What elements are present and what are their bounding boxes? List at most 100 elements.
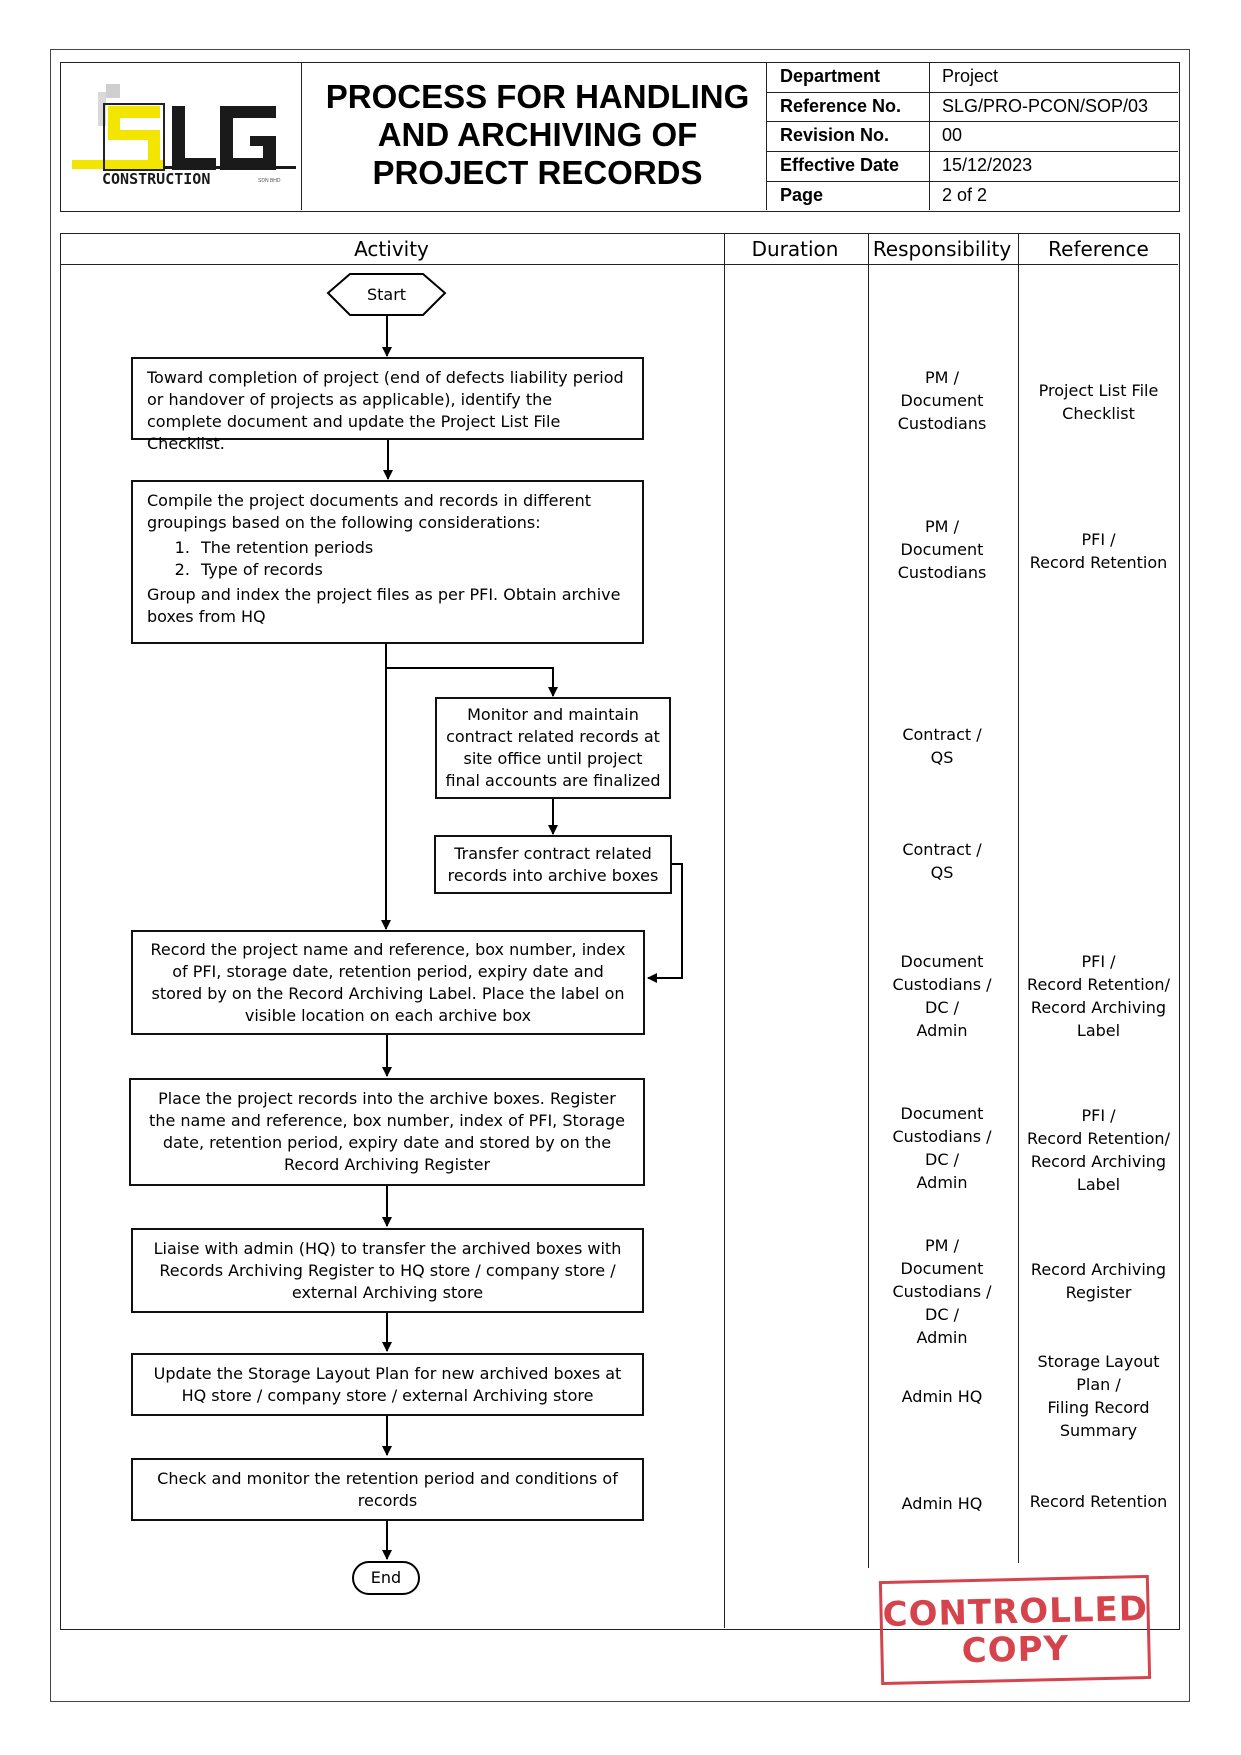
reference-line: Record Retention/ [1027, 975, 1170, 994]
consideration-item: Type of records [195, 559, 628, 581]
reference-step8: Storage Layout Plan / Filing Record Summ… [1017, 1350, 1180, 1442]
column-header-activity: Activity [354, 237, 429, 261]
meta-label-page: Page [780, 185, 824, 205]
responsibility-line: Document [900, 1104, 984, 1123]
responsibility-line: Custodians [897, 414, 987, 433]
step-liaise-admin-transfer: Liaise with admin (HQ) to transfer the a… [131, 1228, 644, 1313]
meta-label-revision: Revision No. [780, 125, 890, 145]
responsibility-line: QS [930, 863, 954, 882]
reference-step2: PFI / Record Retention [1017, 528, 1180, 574]
meta-label-reference: Reference No. [780, 96, 902, 116]
logo-graphic [72, 84, 296, 171]
reference-step5: PFI / Record Retention/ Record Archiving… [1017, 950, 1180, 1042]
responsibility-line: Custodians / [892, 1127, 992, 1146]
document-header [60, 62, 1180, 212]
meta-value-effective-date: 15/12/2023 [942, 155, 1033, 175]
reference-line: PFI / [1081, 530, 1116, 549]
responsibility-step2: PM / Document Custodians [867, 515, 1017, 584]
meta-label-effective-date: Effective Date [780, 155, 900, 175]
process-table [60, 233, 1180, 1630]
responsibility-line: Admin HQ [901, 1494, 983, 1513]
responsibility-line: Document [900, 1259, 984, 1278]
responsibility-line: Admin [916, 1021, 968, 1040]
consideration-item: The retention periods [195, 537, 628, 559]
end-terminator [352, 1561, 420, 1595]
responsibility-line: Custodians / [892, 975, 992, 994]
stamp-line: COPY [961, 1628, 1070, 1672]
logo-subtitle: CONSTRUCTION [102, 170, 211, 188]
title-line: PROCESS FOR HANDLING [325, 78, 750, 115]
responsibility-line: Custodians / [892, 1282, 992, 1301]
responsibility-line: PM / [925, 517, 959, 536]
step-compile-records: Compile the project documents and record… [131, 480, 644, 644]
reference-line: Storage Layout [1037, 1352, 1160, 1371]
responsibility-step4: Contract / QS [867, 838, 1017, 884]
responsibility-line: Document [900, 540, 984, 559]
responsibility-line: DC / [925, 1305, 959, 1324]
reference-step6: PFI / Record Retention/ Record Archiving… [1017, 1104, 1180, 1196]
responsibility-line: Document [900, 952, 984, 971]
responsibility-line: Admin [916, 1328, 968, 1347]
reference-line: Record Archiving [1030, 998, 1167, 1017]
responsibility-line: DC / [925, 998, 959, 1017]
page-border [50, 49, 1190, 1702]
column-header-responsibility: Responsibility [872, 237, 1012, 261]
responsibility-line: Contract / [902, 725, 982, 744]
reference-line: Record Archiving [1030, 1152, 1167, 1171]
start-terminator [326, 273, 447, 316]
reference-line: PFI / [1081, 1106, 1116, 1125]
responsibility-line: Custodians [897, 563, 987, 582]
start-label: Start [366, 285, 407, 304]
responsibility-line: PM / [925, 1236, 959, 1255]
step-compile-intro: Compile the project documents and record… [147, 491, 591, 532]
step-compile-outro: Group and index the project files as per… [147, 585, 621, 626]
step-transfer-contract-records: Transfer contract related records into a… [434, 835, 672, 894]
responsibility-line: QS [930, 748, 954, 767]
controlled-copy-stamp: CONTROLLED COPY [878, 1574, 1152, 1686]
responsibility-step7: PM / Document Custodians / DC / Admin [867, 1234, 1017, 1349]
reference-line: Summary [1059, 1421, 1138, 1440]
reference-line: Record Archiving [1030, 1260, 1167, 1279]
responsibility-line: Admin [916, 1173, 968, 1192]
step-update-storage-layout: Update the Storage Layout Plan for new a… [131, 1353, 644, 1416]
responsibility-line: Admin HQ [901, 1387, 983, 1406]
end-label: End [370, 1568, 402, 1587]
reference-line: PFI / [1081, 952, 1116, 971]
reference-step9: Record Retention [1017, 1490, 1180, 1513]
responsibility-step6: Document Custodians / DC / Admin [867, 1102, 1017, 1194]
document-title: PROCESS FOR HANDLING AND ARCHIVING OF PR… [305, 78, 770, 192]
reference-step1: Project List File Checklist [1017, 379, 1180, 425]
step-identify-documents: Toward completion of project (end of def… [131, 357, 644, 453]
step-place-records-register: Place the project records into the archi… [129, 1078, 645, 1186]
responsibility-step5: Document Custodians / DC / Admin [867, 950, 1017, 1042]
meta-value-department: Project [942, 66, 999, 86]
responsibility-step9: Admin HQ [867, 1492, 1017, 1515]
meta-label-department: Department [780, 66, 881, 86]
reference-line: Label [1076, 1021, 1121, 1040]
reference-line: Record Retention [1029, 1492, 1168, 1511]
company-logo: CONSTRUCTION SDN BHD [68, 84, 296, 196]
meta-value-reference: SLG/PRO-PCON/SOP/03 [942, 96, 1149, 116]
responsibility-step8: Admin HQ [867, 1385, 1017, 1408]
step-monitor-contract-records: Monitor and maintain contract related re… [435, 697, 671, 799]
responsibility-step3: Contract / QS [867, 723, 1017, 769]
reference-line: Project List File [1038, 381, 1159, 400]
responsibility-line: Document [900, 391, 984, 410]
meta-value-page: 2 of 2 [942, 185, 988, 205]
reference-line: Register [1065, 1283, 1132, 1302]
reference-line: Plan / [1076, 1375, 1121, 1394]
reference-line: Filing Record [1047, 1398, 1150, 1417]
responsibility-line: PM / [925, 368, 959, 387]
reference-line: Label [1076, 1175, 1121, 1194]
reference-line: Record Retention [1029, 553, 1168, 572]
stamp-line: CONTROLLED [882, 1588, 1149, 1635]
reference-step7: Record Archiving Register [1017, 1258, 1180, 1304]
reference-line: Checklist [1062, 404, 1135, 423]
responsibility-line: Contract / [902, 840, 982, 859]
step-check-retention: Check and monitor the retention period a… [131, 1458, 644, 1521]
column-header-duration: Duration [751, 237, 839, 261]
title-line: AND ARCHIVING OF [377, 116, 698, 153]
title-line: PROJECT RECORDS [372, 154, 703, 191]
step-record-archiving-label: Record the project name and reference, b… [131, 930, 645, 1035]
meta-value-revision: 00 [942, 125, 963, 145]
